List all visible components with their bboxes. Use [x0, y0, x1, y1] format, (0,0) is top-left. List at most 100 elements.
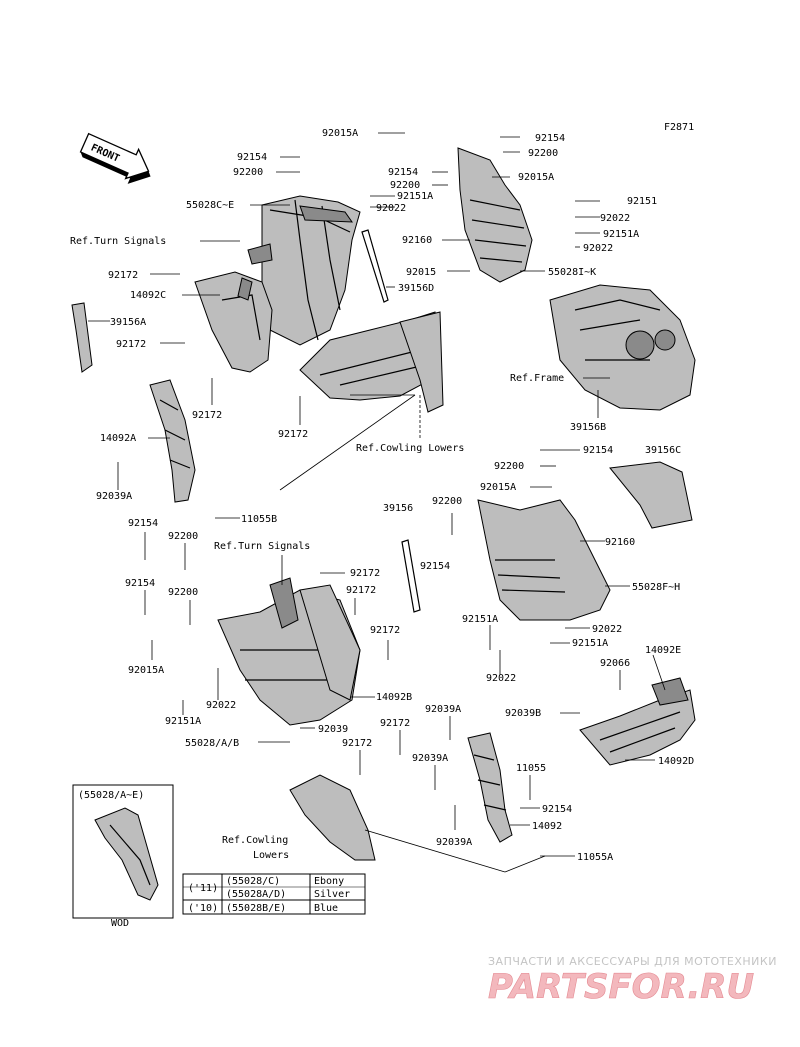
label-39156a: 39156A	[110, 317, 146, 328]
label-11055a: 11055A	[577, 852, 613, 863]
label-92172-left-3: 92172	[192, 410, 222, 421]
table-part-c: (55028/C)	[226, 876, 280, 887]
label-ref-frame: Ref.Frame	[510, 373, 564, 384]
label-ref-cowling-lowers-top: Ref.Cowling Lowers	[356, 443, 464, 454]
label-39156b: 39156B	[570, 422, 606, 433]
label-55028i-k: 55028I~K	[548, 267, 596, 278]
label-92039a-center-1: 92039A	[425, 704, 461, 715]
label-92200-left-mid-1: 92200	[168, 531, 198, 542]
label-92154-top-left: 92154	[237, 152, 267, 163]
table-part-be: (55028B/E)	[226, 903, 286, 914]
label-ref-turn-signals-mid: Ref.Turn Signals	[214, 541, 310, 552]
panel-39156c-drawing	[609, 461, 693, 529]
label-92022-right-mid: 92022	[592, 624, 622, 635]
label-92022-left-mid: 92022	[206, 700, 236, 711]
label-92172-mid: 92172	[278, 429, 308, 440]
leader-lines	[88, 132, 666, 873]
trim-39156d-drawing	[361, 229, 389, 303]
front-arrow-icon: FRONT	[79, 132, 151, 184]
label-39156d: 39156D	[398, 283, 434, 294]
table-year-10: ('10)	[188, 903, 218, 914]
lower-fairing-drawing	[289, 774, 376, 861]
label-92039a-center-2: 92039A	[412, 753, 448, 764]
label-92022-right-2: 92022	[583, 243, 613, 254]
label-92172-center-2: 92172	[346, 585, 376, 596]
label-92151: 92151	[627, 196, 657, 207]
inset-box: (55028/A~E) WOD	[72, 784, 174, 929]
table-color-ebony: Ebony	[314, 876, 344, 887]
label-92039b: 92039B	[505, 708, 541, 719]
watermark-tagline: ЗАПЧАСТИ И АКСЕССУАРЫ ДЛЯ МОТОТЕХНИКИ	[488, 955, 777, 968]
label-39156c: 39156C	[645, 445, 681, 456]
label-55028f-h: 55028F~H	[632, 582, 680, 593]
label-92200-left-mid-2: 92200	[168, 587, 198, 598]
label-ref-cowling-lower-line2: Lowers	[253, 850, 289, 861]
label-92172-left-2: 92172	[116, 339, 146, 350]
upper-left-cowl-drawing	[261, 195, 361, 346]
figure-code: F2871	[664, 122, 694, 133]
label-14092b: 14092B	[376, 692, 412, 703]
right-mid-cowl-drawing	[477, 499, 611, 621]
label-92172-center-4: 92172	[380, 718, 410, 729]
label-92015a-top: 92015A	[322, 128, 358, 139]
label-92039: 92039	[318, 724, 348, 735]
label-92015: 92015	[406, 267, 436, 278]
table-color-blue: Blue	[314, 903, 338, 914]
table-year-11: ('11)	[188, 883, 218, 894]
label-92039a-lower: 92039A	[436, 837, 472, 848]
inset-title: (55028/A~E)	[78, 790, 144, 801]
panel-14092b-drawing	[299, 584, 361, 701]
label-14092a: 14092A	[100, 433, 136, 444]
label-ref-cowling-lower-line1: Ref.Cowling	[222, 835, 288, 846]
label-92154-top-right: 92154	[535, 133, 565, 144]
label-92172-center-5: 92172	[342, 738, 372, 749]
bracket-14092a-drawing	[149, 379, 196, 503]
label-92015a-right-mid: 92015A	[480, 482, 516, 493]
label-92160-right: 92160	[605, 537, 635, 548]
label-92200-top-left: 92200	[233, 167, 263, 178]
label-92172-center-1: 92172	[350, 568, 380, 579]
label-11055b: 11055B	[241, 514, 277, 525]
watermark: ЗАПЧАСТИ И АКСЕССУАРЫ ДЛЯ МОТОТЕХНИКИ PA…	[488, 955, 777, 1007]
label-ref-turn-signals-top: Ref.Turn Signals	[70, 236, 166, 247]
label-11055: 11055	[516, 763, 546, 774]
label-92154-center: 92154	[420, 561, 450, 572]
part-labels: 92015A 92154 92200 92154 92200 92154 922…	[70, 128, 694, 863]
inner-panel-14092c-drawing	[194, 243, 273, 373]
frame-drawing	[549, 284, 696, 411]
table-part-ad: (55028A/D)	[226, 889, 286, 900]
label-92200-top-mid: 92200	[390, 180, 420, 191]
bracket-14092d-drawing	[579, 677, 696, 766]
label-92200-right-mid: 92200	[494, 461, 524, 472]
table-color-silver: Silver	[314, 889, 350, 900]
label-92151a-top: 92151A	[397, 191, 433, 202]
label-14092c: 14092C	[130, 290, 166, 301]
label-92151a-center: 92151A	[462, 614, 498, 625]
label-92022-right-1: 92022	[600, 213, 630, 224]
label-92154-left-mid-2: 92154	[125, 578, 155, 589]
label-92200-top-right: 92200	[528, 148, 558, 159]
label-92151a-left-mid: 92151A	[165, 716, 201, 727]
label-55028c-e: 55028C~E	[186, 200, 234, 211]
label-92151a-right-mid: 92151A	[572, 638, 608, 649]
label-92015a-right: 92015A	[518, 172, 554, 183]
label-92154-top-mid: 92154	[388, 167, 418, 178]
label-92022-center: 92022	[486, 673, 516, 684]
lower-panel-drawing	[299, 311, 444, 413]
label-92151a-right: 92151A	[603, 229, 639, 240]
inset-cowl-drawing	[94, 807, 159, 901]
label-92015a-left-mid: 92015A	[128, 665, 164, 676]
label-92154-left-mid-1: 92154	[128, 518, 158, 529]
label-14092: 14092	[532, 821, 562, 832]
label-92160-top: 92160	[402, 235, 432, 246]
label-92154-right-mid: 92154	[583, 445, 613, 456]
label-92200-center: 92200	[432, 496, 462, 507]
label-92172-center-3: 92172	[370, 625, 400, 636]
upper-right-cowl-drawing	[457, 147, 533, 283]
label-92066: 92066	[600, 658, 630, 669]
trim-39156-drawing	[401, 539, 421, 613]
watermark-logo: PARTSFOR.RU	[488, 967, 754, 1007]
inset-caption: WOD	[111, 918, 129, 929]
color-table: ('11) (55028/C) Ebony (55028A/D) Silver …	[182, 873, 366, 915]
